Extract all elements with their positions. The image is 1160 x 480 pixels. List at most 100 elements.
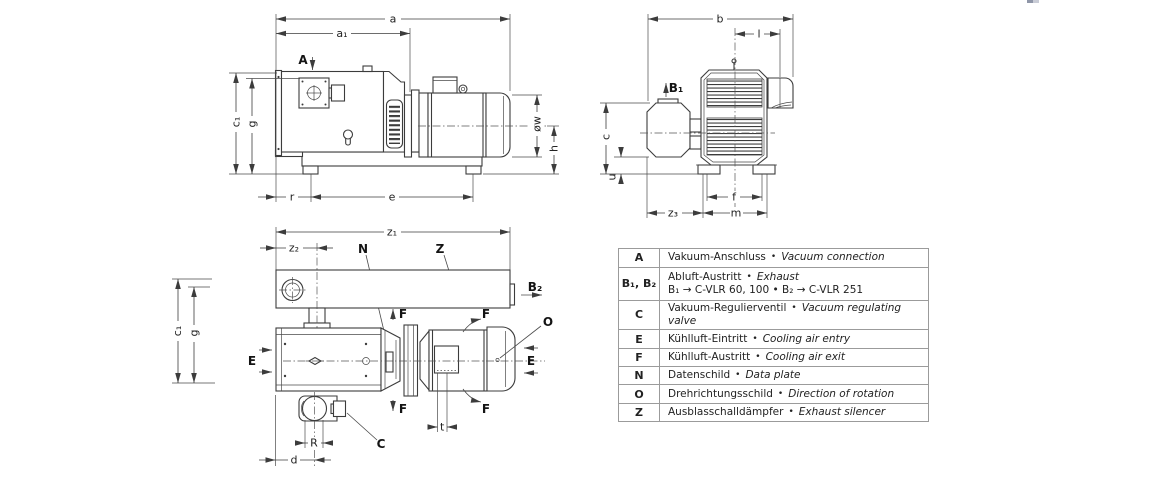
dim-c-label: c [600, 134, 613, 140]
gas-ballast-knob [330, 84, 346, 102]
legend-key: F [618, 348, 660, 368]
foot [697, 164, 721, 175]
callout-F-label: F [399, 307, 407, 321]
legend-key: A [618, 248, 660, 268]
legend-key: E [618, 329, 660, 350]
callout-E-right-label: E [527, 354, 535, 368]
rotation-mark [495, 358, 500, 362]
dim-R-label: R [310, 437, 318, 450]
legend-en: Cooling air entry [762, 332, 851, 345]
callout-B1-label: B₁ [669, 81, 683, 95]
legend-key: B₁, B₂ [618, 267, 660, 301]
legend-key: Z [618, 403, 660, 423]
dim-z2-label: z₂ [289, 242, 299, 255]
pump-body [280, 70, 385, 153]
oil-sight-glass [342, 129, 354, 140]
dim-a-label: a [390, 13, 397, 26]
dim-e-label: e [389, 191, 396, 204]
dim-r-label: r [290, 191, 295, 204]
silencer-end [646, 102, 691, 158]
bullet-separator: • [752, 333, 758, 344]
callout-A-label: A [298, 53, 308, 67]
callout-F-label: F [482, 307, 490, 321]
legend-row-C: C Vakuum-Regulierventil•Vacuum regulatin… [618, 299, 929, 331]
motor [427, 92, 487, 158]
bullet-separator: • [770, 252, 777, 263]
legend-key: N [618, 366, 660, 386]
legend-row-A: A Vakuum-Anschluss • Vacuum connection [618, 248, 929, 268]
dim-h-label: h [548, 145, 561, 152]
bullet-separator: • [777, 388, 784, 399]
foot [302, 165, 319, 175]
bullet-separator: • [735, 370, 741, 381]
callout-C-label: C [377, 437, 386, 451]
dim-z3-label: z₃ [668, 207, 678, 220]
legend-row-O: O Drehrichtungsschild • Direction of rotat… [618, 384, 929, 405]
legend-de: Vakuum-Anschluss [668, 251, 766, 264]
fan-cover [485, 92, 511, 158]
exhaust-duct [767, 77, 794, 109]
legend-key: O [618, 384, 660, 405]
legend-en: Direction of rotation [788, 387, 895, 400]
terminal-box [432, 76, 458, 94]
legend-de: Vakuum-Regulierventil [668, 302, 787, 314]
dim-l-label: l [757, 28, 760, 41]
scan-artifact [1033, 0, 1039, 3]
side-view: a a₁ A c₁ g øw h r e [229, 13, 561, 204]
dim-u-label: u [606, 174, 619, 181]
terminal-box-plan [433, 345, 460, 374]
dim-t-label: t [440, 421, 445, 434]
data-plate [385, 351, 394, 373]
foot [752, 164, 776, 175]
legend-row-F: F Kühlluft-Austritt • Cooling air exit [618, 348, 929, 368]
silencer-plan [275, 269, 511, 309]
dim-b-label: b [717, 13, 724, 26]
legend-de: Kühlluft-Austritt [668, 351, 751, 364]
legend-de: Ausblasschalldämpfer [668, 406, 784, 419]
legend-row-N: N Datenschild•Data plate [618, 366, 929, 386]
dim-c1-label: c₁ [230, 117, 243, 127]
dim-m-label: m [731, 207, 742, 220]
legend-en: Data plate [745, 369, 801, 382]
bullet-separator: • [755, 352, 761, 363]
legend-row-Z: Z Ausblasschalldämpfer•Exhaust silencer [618, 403, 929, 423]
callout-N-label: N [358, 242, 368, 256]
legend-key: C [618, 299, 660, 331]
fan-cover-plan [486, 326, 516, 392]
legend-de: Drehrichtungsschild [668, 387, 773, 400]
foot [465, 165, 482, 175]
scan-artifact [1027, 0, 1033, 3]
clamp-ring [403, 324, 419, 397]
dim-g-label: g [246, 121, 259, 128]
callout-E-left-label: E [248, 354, 256, 368]
dim-g-plan-label: g [188, 330, 201, 337]
cooling-air-exit-arrow [462, 318, 482, 333]
dim-ow-label: øw [531, 116, 544, 132]
legend-row-E: E Kühlluft-Eintritt • Cooling air entry [618, 329, 929, 350]
legend-de: Kühlluft-Eintritt [668, 332, 748, 345]
callout-O-label: O [543, 315, 553, 329]
callout-F-label: F [482, 402, 490, 416]
pump-body-plan [275, 327, 382, 392]
valve-leader [346, 412, 378, 441]
bullet-separator: • [746, 271, 752, 282]
legend-en: Vacuum connection [781, 251, 885, 264]
legend-row-B: B₁, B₂ Abluft-Austritt•Exhaust B₁ → C-VL… [618, 267, 929, 301]
valve-knob [332, 400, 347, 418]
dim-d-label: d [291, 454, 298, 467]
callout-Z-label: Z [436, 242, 445, 256]
legend-de: Abluft-Austritt [668, 270, 742, 283]
dim-c1-plan-label: c₁ [171, 326, 184, 336]
dim-z1-label: z₁ [387, 226, 397, 239]
legend-en: Vacuum regulating valve [668, 302, 902, 328]
legend-en: Cooling air exit [765, 351, 845, 364]
end-view: b l B₁ c [600, 13, 794, 220]
legend-extra: B₁ → C-VLR 60, 100 • B₂ → C-VLR 251 [668, 284, 864, 297]
end-plate [274, 69, 283, 157]
cooling-air-exit-arrow [462, 388, 482, 403]
eyebolt [458, 84, 468, 94]
callout-B2-label: B₂ [528, 280, 542, 294]
bullet-separator: • [788, 407, 794, 418]
dim-f-label: f [732, 191, 737, 204]
